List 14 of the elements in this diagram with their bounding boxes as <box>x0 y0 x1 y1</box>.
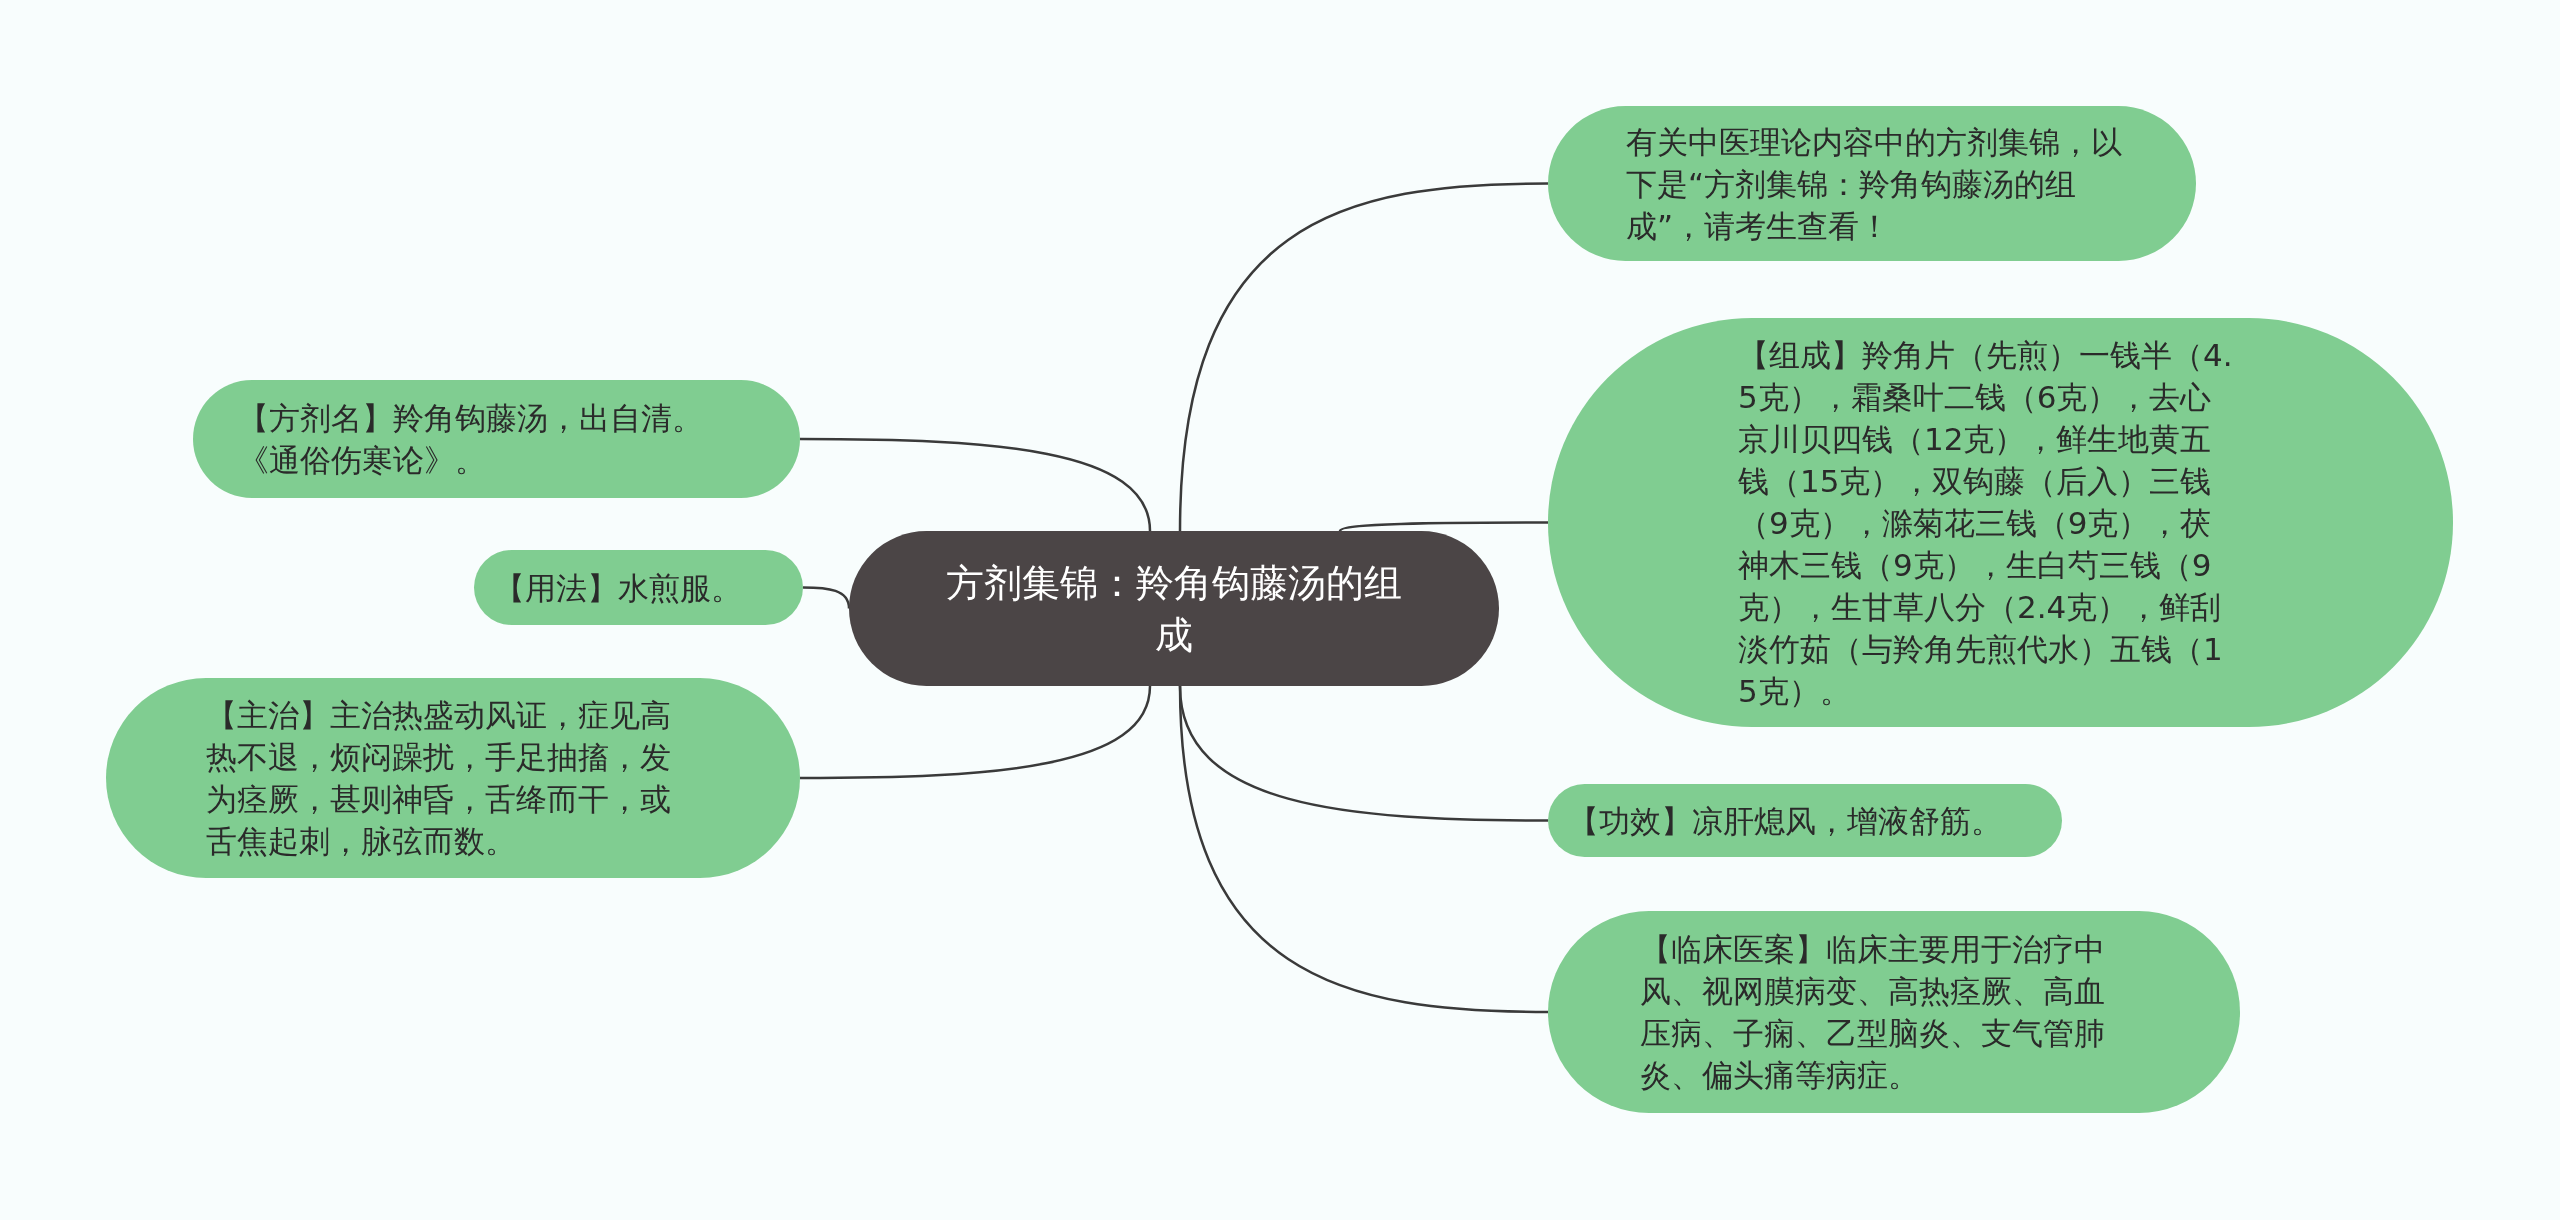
connector-line <box>1339 521 1548 532</box>
connector-line <box>800 685 1152 780</box>
topic-text: 【用法】水煎服。 <box>494 568 743 608</box>
topic-text: 【方剂名】羚角钩藤汤，出自清。《通俗伤寒论》。 <box>238 399 704 480</box>
connector-line <box>803 586 851 609</box>
topic-text: 【功效】凉肝熄风，增液舒筋。 <box>1568 801 2003 841</box>
topic-text: 【组成】羚角片（先煎）一钱半（4.5克），霜桑叶二钱（6克），去心京川贝四钱（12克），鲜生地黄五钱（15克），双钩藤（后入）三钱（9克），滁菊花三钱（9克），茯神木三钱（9克），生白芍三钱（9克），生甘草八分（2.4克），鲜刮淡竹茹（与羚角先煎代水）五钱（15克）。 <box>1738 335 2234 711</box>
connector-line <box>1178 182 1549 532</box>
connector-line <box>800 437 1152 532</box>
topic-text: 【临床医案】临床主要用于治疗中风、视网膜病变、高热痉厥、高血压病、子痫、乙型脑炎、支气管肺炎、偏头痛等病症。 <box>1640 930 2106 1095</box>
connector-line <box>1178 685 1549 1014</box>
topic-text: 有关中医理论内容中的方剂集锦，以下是“方剂集锦：羚角钩藤汤的组成”，请考生查看！ <box>1626 122 2123 246</box>
topic-text: 【主治】主治热盛动风证，症见高热不退，烦闷躁扰，手足抽搐，发为痉厥，甚则神昏，舌绛而干，或舌焦起刺，脉弦而数。 <box>206 696 672 861</box>
topic-text: 方剂集锦：羚角钩藤汤的组成 <box>945 559 1403 659</box>
